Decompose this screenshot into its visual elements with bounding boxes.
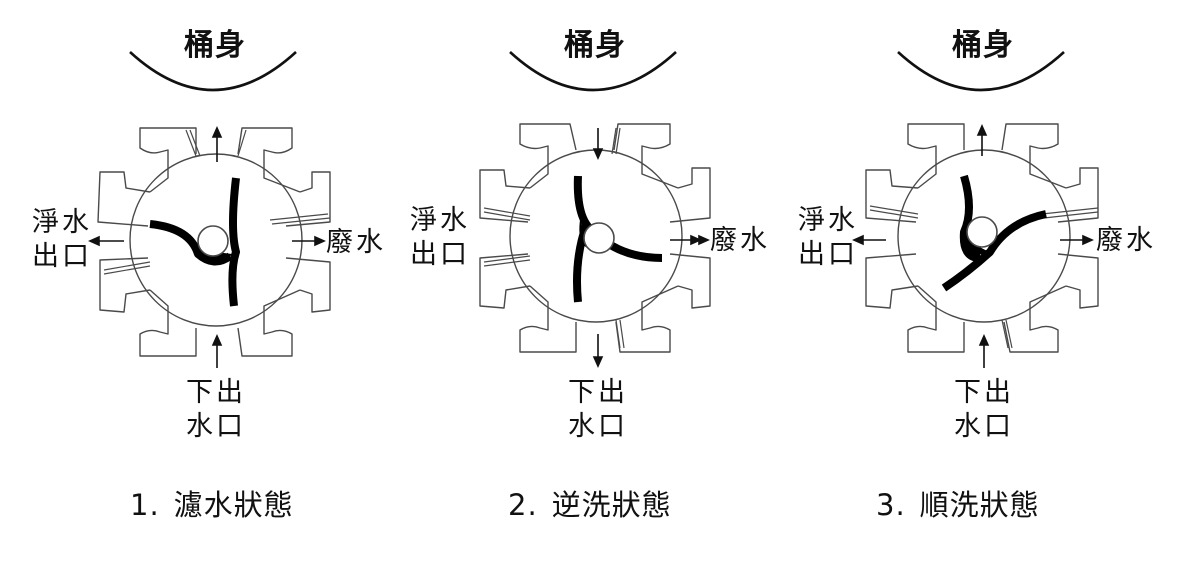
tank-arc xyxy=(129,51,297,92)
bottom-outlet-line1: 下出 xyxy=(954,377,1014,408)
port-bottom-right xyxy=(1003,285,1067,353)
bottom-outlet-line1: 下出 xyxy=(568,377,628,408)
caption-text: 濾水狀態 xyxy=(173,488,294,522)
port-left xyxy=(97,171,151,227)
port-lower-left xyxy=(479,253,531,309)
port-bottom xyxy=(907,285,965,353)
diagram-backwash-state: 桶身 淨水 出口 廢水 下出 水口 2. 逆洗狀態 xyxy=(380,0,780,565)
port-top-right xyxy=(613,123,679,189)
bottom-outlet-line2: 水口 xyxy=(568,411,628,442)
port-top xyxy=(519,123,577,189)
caption-text: 逆洗狀態 xyxy=(551,488,672,522)
clean-water-outlet-label: 淨水 出口 xyxy=(410,204,470,272)
port-lower-left xyxy=(99,257,151,313)
valve-diagram xyxy=(852,51,1099,368)
tank-label: 桶身 xyxy=(184,28,246,63)
port-right xyxy=(1057,167,1099,223)
waste-water-label: 廢水 xyxy=(1096,225,1156,256)
bottom-outlet-line2: 水口 xyxy=(954,411,1014,442)
port-bottom-right xyxy=(615,285,679,353)
clean-water-outlet-label: 淨水 出口 xyxy=(32,206,92,274)
caption-number: 3. xyxy=(876,488,906,522)
tank-label: 桶身 xyxy=(564,28,626,63)
clean-water-outlet-line1: 淨水 xyxy=(798,205,858,236)
waste-water-label: 廢水 xyxy=(326,227,386,258)
diagram-filter-state: 桶身 淨水 出口 廢水 下出 水口 1. 濾水狀態 xyxy=(0,0,400,565)
clean-water-outlet-label: 淨水 出口 xyxy=(798,204,858,272)
caption-rinse-state: 3. 順洗狀態 xyxy=(876,482,1040,524)
caption-number: 2. xyxy=(508,488,538,522)
tank-arc xyxy=(897,51,1065,92)
port-top-right xyxy=(1001,123,1067,189)
clean-water-outlet-line2: 出口 xyxy=(798,239,858,270)
port-lower-left xyxy=(865,253,919,309)
bottom-outlet-line2: 水口 xyxy=(186,411,246,442)
port-left xyxy=(479,169,531,223)
valve-housing xyxy=(897,149,1071,323)
bottom-outlet-label: 下出 水口 xyxy=(186,376,246,444)
port-right xyxy=(669,167,711,223)
port-lower-right xyxy=(669,253,711,309)
valve-diagram xyxy=(88,51,331,368)
port-top xyxy=(139,127,197,193)
port-top-right xyxy=(237,127,301,193)
bottom-outlet-label: 下出 水口 xyxy=(954,376,1014,444)
port-bottom xyxy=(139,289,197,357)
clean-water-outlet-line2: 出口 xyxy=(410,239,470,270)
clean-water-outlet-line1: 淨水 xyxy=(32,207,92,238)
caption-backwash-state: 2. 逆洗狀態 xyxy=(508,482,672,524)
diagram-rinse-state: 桶身 淨水 出口 廢水 下出 水口 3. 順洗狀態 xyxy=(768,0,1168,565)
caption-number: 1. xyxy=(130,488,160,522)
port-left xyxy=(865,169,919,223)
caption-text: 順洗狀態 xyxy=(919,488,1040,522)
tank-label: 桶身 xyxy=(952,28,1014,63)
clean-water-outlet-line1: 淨水 xyxy=(410,205,470,236)
clean-water-outlet-line2: 出口 xyxy=(32,241,92,272)
port-right xyxy=(285,171,331,227)
port-bottom-right xyxy=(237,289,301,357)
bottom-outlet-line1: 下出 xyxy=(186,377,246,408)
port-bottom xyxy=(519,285,577,353)
valve-housing xyxy=(129,153,303,327)
port-lower-right xyxy=(285,257,331,313)
valve-diagram xyxy=(479,51,711,368)
center-hub xyxy=(583,222,615,254)
bottom-outlet-label: 下出 水口 xyxy=(568,376,628,444)
center-hub xyxy=(966,216,998,248)
tank-arc xyxy=(509,51,677,92)
waste-water-label: 廢水 xyxy=(710,225,770,256)
center-hub xyxy=(197,225,229,257)
port-top xyxy=(907,123,965,189)
port-lower-right xyxy=(1057,253,1099,309)
caption-filter-state: 1. 濾水狀態 xyxy=(130,482,294,524)
